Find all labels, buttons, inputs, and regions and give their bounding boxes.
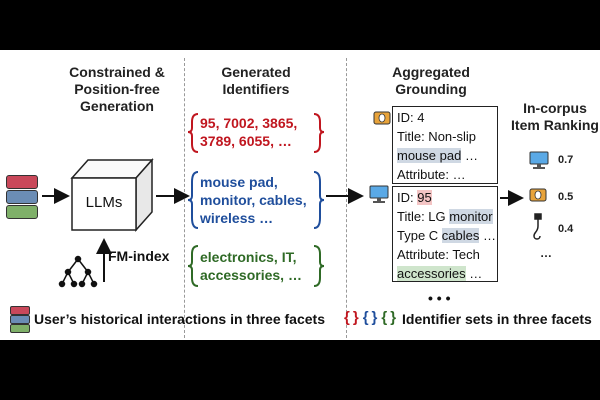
- monitor-icon: [369, 185, 389, 203]
- diagram-graphics: [42, 111, 549, 288]
- attribute-set-line-2: accessories, …: [200, 267, 302, 283]
- legend-history-text: User’s historical interactions in three …: [34, 311, 325, 327]
- legend-brace-blue-close: }: [371, 309, 378, 326]
- card2-type-highlight: cables: [441, 228, 480, 243]
- card1-title-line2: mouse pad …: [397, 148, 478, 163]
- ranked-monitor-icon: [529, 151, 549, 169]
- id-set-line-2: 3789, 6055, …: [200, 133, 292, 149]
- title-set-line-2: monitor, cables,: [200, 192, 307, 208]
- card2-type: Type C cables …: [397, 228, 496, 243]
- green-close-brace: [313, 245, 325, 287]
- mouse-pad-icon: [373, 111, 391, 125]
- legend-facet-red: [10, 306, 30, 315]
- separator-line: [346, 58, 347, 338]
- card1-attribute: Attribute: …: [397, 167, 466, 182]
- ranked-cable-icon: [533, 213, 542, 240]
- legend-brace-blue-open: {: [362, 309, 369, 326]
- red-open-brace: [188, 113, 199, 153]
- card1-id: ID: 4: [397, 110, 425, 125]
- diagram-canvas: Constrained & Position-free Generation G…: [0, 50, 600, 340]
- card2-attribute-highlight: accessories: [397, 266, 466, 281]
- generation-header: Constrained & Position-free Generation: [69, 64, 165, 114]
- card2-id: ID: 95: [397, 190, 432, 205]
- card2-title-highlight: monitor: [449, 209, 493, 224]
- grounding-header: Aggregated Grounding: [392, 64, 470, 97]
- fm-index-tree-icon: [58, 255, 98, 288]
- fm-index-label: FM-index: [108, 248, 170, 264]
- legend-facet-blue: [10, 315, 30, 324]
- ranking-header: In-corpus Item Ranking: [511, 100, 599, 133]
- history-facet-green: [6, 205, 38, 219]
- id-set-line-1: 95, 7002, 3865,: [200, 115, 298, 131]
- identifiers-header: Generated Identifiers: [221, 64, 291, 97]
- legend-identifier-sets-text: Identifier sets in three facets: [402, 311, 592, 327]
- grounding-card-monitor: ID: 95 Title: LG monitor Type C cables ……: [392, 186, 498, 282]
- legend-brace-green-close: }: [390, 309, 397, 326]
- llm-cube-icon: [70, 158, 154, 232]
- ranking-more: …: [540, 246, 552, 260]
- card2-title: Title: LG monitor: [397, 209, 493, 224]
- grounding-card-mouse-pad: ID: 4 Title: Non-slip mouse pad … Attrib…: [392, 106, 498, 184]
- title-set-line-1: mouse pad,: [200, 174, 278, 190]
- green-open-brace: [188, 245, 199, 287]
- blue-open-brace: [188, 171, 199, 229]
- ranking-score-1: 0.7: [558, 154, 574, 166]
- title-set-line-3: wireless …: [200, 210, 274, 226]
- history-facet-blue: [6, 190, 38, 204]
- card2-attribute-line2: accessories …: [397, 266, 483, 281]
- llm-label: LLMs: [85, 194, 123, 211]
- card1-title-highlight: mouse pad: [397, 148, 462, 163]
- legend-brace-green-open: {: [381, 309, 388, 326]
- brace-graphics: [188, 113, 325, 287]
- blue-close-brace: [313, 171, 325, 229]
- card1-title: Title: Non-slip: [397, 129, 476, 144]
- legend-braces: {}{}{}: [344, 309, 396, 326]
- history-facet-red: [6, 175, 38, 189]
- ranking-score-3: 0.4: [558, 223, 574, 235]
- ranked-mouse-pad-icon: [529, 188, 547, 202]
- more-cards-marker: • • •: [428, 290, 451, 306]
- ranking-score-2: 0.5: [558, 191, 574, 203]
- legend-brace-red-close: }: [352, 309, 359, 326]
- card2-id-highlight: 95: [417, 190, 432, 205]
- legend-brace-red-open: {: [344, 309, 350, 326]
- attribute-set-line-1: electronics, IT,: [200, 249, 297, 265]
- red-close-brace: [313, 113, 325, 153]
- card2-attribute: Attribute: Tech: [397, 247, 480, 262]
- legend-facet-green: [10, 324, 30, 333]
